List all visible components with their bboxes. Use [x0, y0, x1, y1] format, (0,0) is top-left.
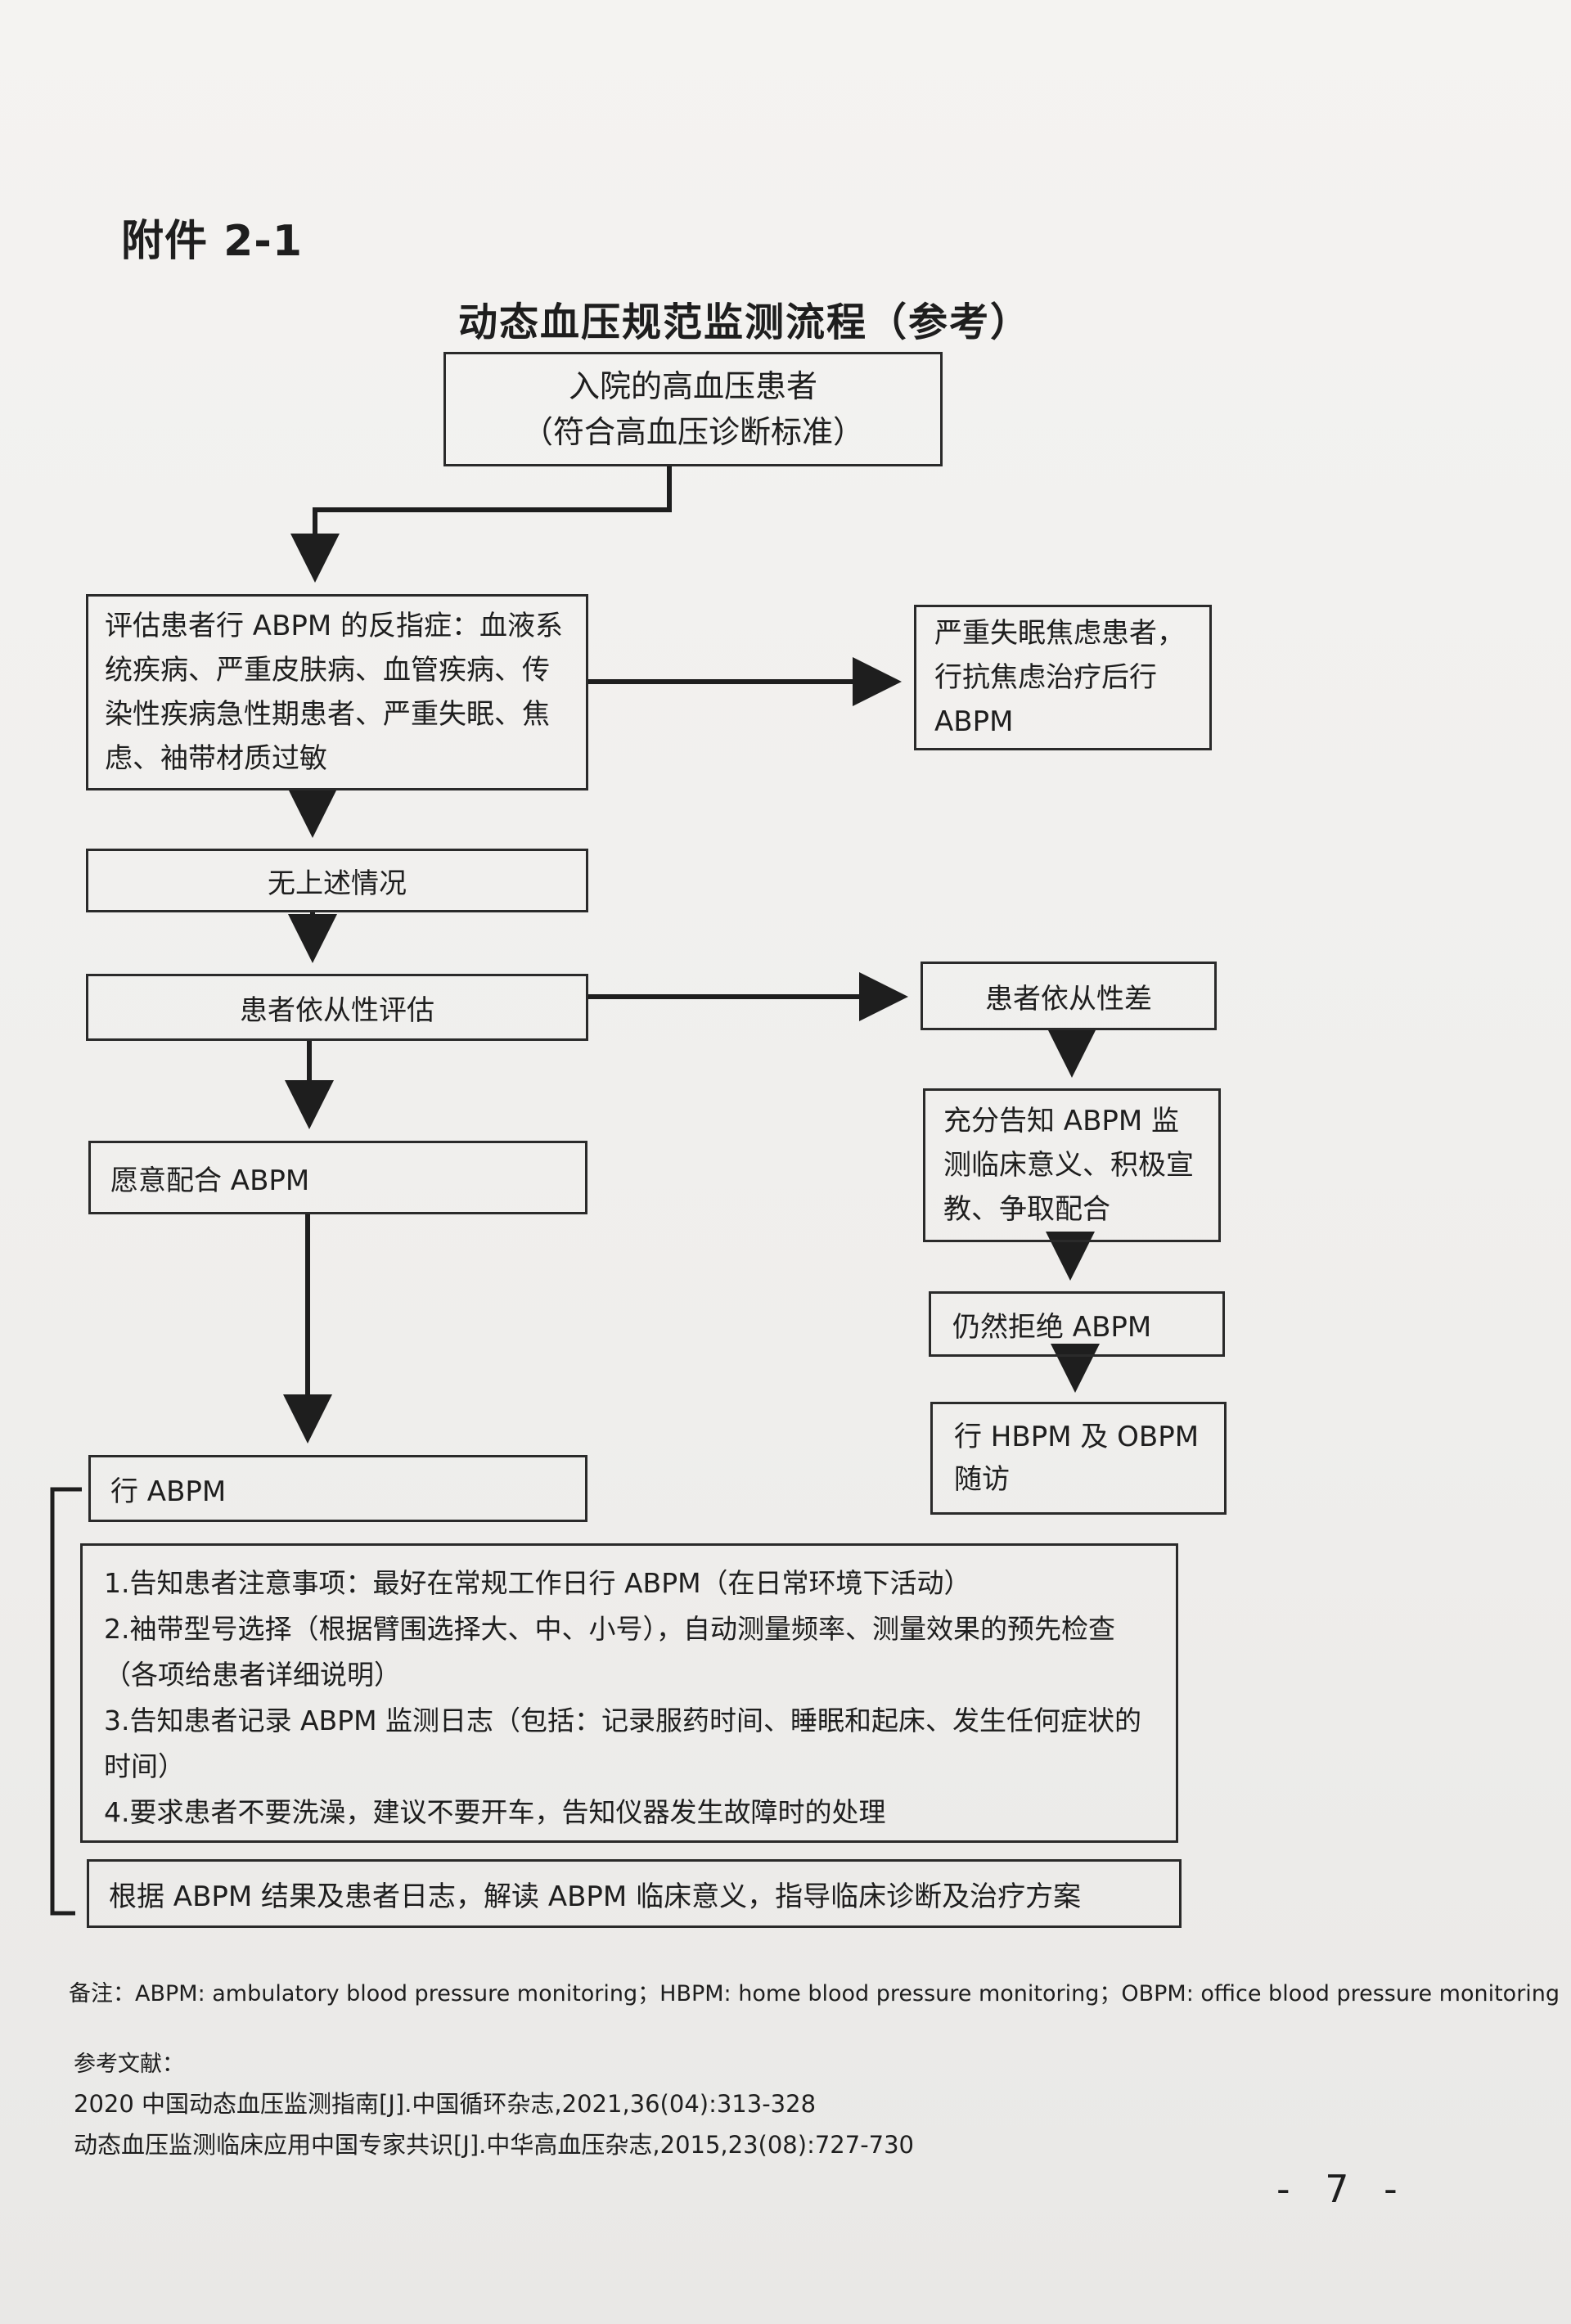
node-compliance-evaluation: 患者依从性评估 [86, 974, 588, 1041]
node-inform-patient-text: 充分告知 ABPM 监测临床意义、积极宣教、争取配合 [943, 1105, 1194, 1226]
node-still-refuse-text: 仍然拒绝 ABPM [952, 1310, 1152, 1344]
references-heading: 参考文献： [74, 2052, 184, 2077]
page-title: 动态血压规范监测流程（参考） [458, 300, 1032, 345]
node-perform-abpm: 行 ABPM [88, 1455, 587, 1522]
node-contraindication-assessment: 评估患者行 ABPM 的反指症：血液系统疾病、严重皮肤病、血管疾病、传染性疾病急… [86, 594, 588, 790]
node-insomnia-anxiety: 严重失眠焦虑患者，行抗焦虑治疗后行 ABPM [914, 605, 1212, 750]
node-hbpm-obpm-followup: 行 HBPM 及 OBPM 随访 [930, 1402, 1227, 1515]
node-interpret-results-text: 根据 ABPM 结果及患者日志，解读 ABPM 临床意义，指导临床诊断及治疗方案 [109, 1880, 1082, 1913]
node-compliance-evaluation-text: 患者依从性评估 [240, 993, 434, 1027]
node-inform-patient: 充分告知 ABPM 监测临床意义、积极宣教、争取配合 [923, 1088, 1221, 1242]
node-interpret-results: 根据 ABPM 结果及患者日志，解读 ABPM 临床意义，指导临床诊断及治疗方案 [87, 1859, 1182, 1928]
node-willing-abpm-text: 愿意配合 ABPM [110, 1164, 310, 1197]
node-contraindication-text: 评估患者行 ABPM 的反指症：血液系统疾病、严重皮肤病、血管疾病、传染性疾病急… [105, 610, 564, 775]
node-insomnia-text: 严重失眠焦虑患者，行抗焦虑治疗后行 ABPM [934, 617, 1185, 738]
instruction-line-1: 1.告知患者注意事项：最好在常规工作日行 ABPM（在日常环境下活动） [104, 1567, 971, 1599]
node-none-of-above-text: 无上述情况 [268, 867, 407, 900]
instruction-line-3: 3.告知患者记录 ABPM 监测日志（包括：记录服药时间、睡眠和起床、发生任何症… [104, 1705, 1142, 1782]
annex-label: 附件 2-1 [121, 217, 304, 266]
node-hbpm-obpm-text: 行 HBPM 及 OBPM 随访 [954, 1421, 1200, 1496]
instruction-line-2: 2.袖带型号选择（根据臂围选择大、中、小号），自动测量频率、测量效果的预先检查（… [104, 1613, 1115, 1691]
node-poor-compliance-text: 患者依从性差 [985, 982, 1152, 1016]
reference-item: 2020 中国动态血压监测指南[J].中国循环杂志,2021,36(04):31… [74, 2090, 817, 2118]
instruction-line-4: 4.要求患者不要洗澡，建议不要开车，告知仪器发生故障时的处理 [104, 1796, 886, 1828]
node-inpatient-hypertension: 入院的高血压患者 （符合高血压诊断标准） [443, 352, 943, 466]
page-number: - 7 - [1276, 2167, 1409, 2211]
node-none-of-above: 无上述情况 [86, 849, 588, 912]
node-inpatient-hypertension-text: 入院的高血压患者 （符合高血压诊断标准） [521, 368, 864, 450]
reference-item: 动态血压监测临床应用中国专家共识[J].中华高血压杂志,2015,23(08):… [74, 2131, 915, 2159]
node-perform-abpm-text: 行 ABPM [110, 1475, 227, 1508]
node-willing-abpm: 愿意配合 ABPM [88, 1141, 587, 1214]
node-abpm-instructions: 1.告知患者注意事项：最好在常规工作日行 ABPM（在日常环境下活动） 2.袖带… [80, 1543, 1178, 1843]
abbreviation-footnote: 备注：ABPM: ambulatory blood pressure monit… [69, 1981, 1560, 2006]
node-still-refuse: 仍然拒绝 ABPM [929, 1291, 1225, 1357]
node-poor-compliance: 患者依从性差 [921, 962, 1217, 1030]
